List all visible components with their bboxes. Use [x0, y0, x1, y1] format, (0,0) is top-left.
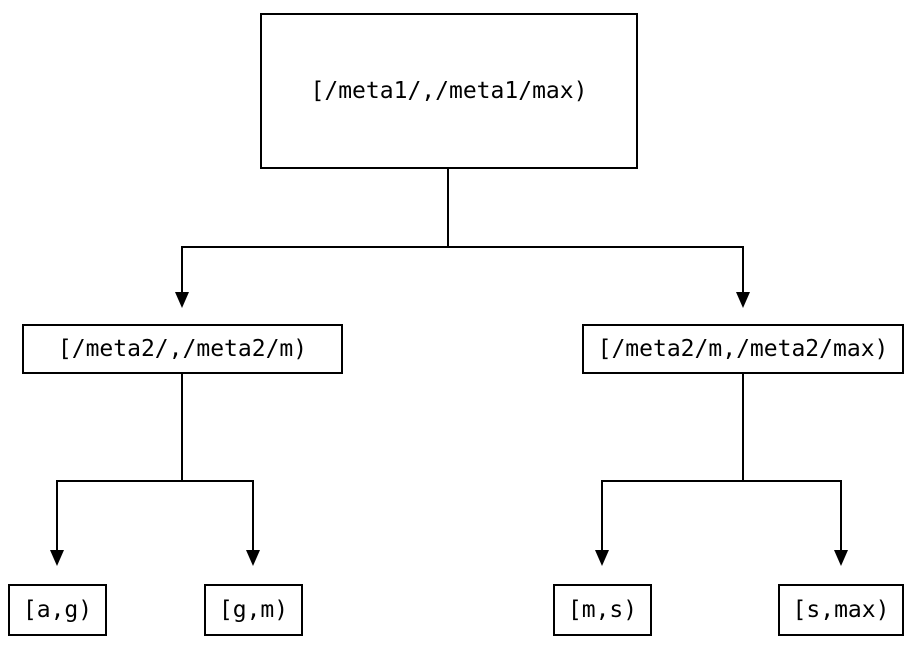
node-root-interval: [/meta1/,/meta1/max): [260, 13, 638, 169]
arrowhead-down-icon: [834, 550, 848, 566]
node-left-child-interval: [/meta2/,/meta2/m): [22, 324, 343, 374]
connector-root-stem: [447, 169, 449, 246]
connector-drop-leaf2: [252, 480, 254, 550]
node-leaf-interval: [s,max): [778, 584, 904, 636]
connector-left-subtree-rail: [56, 480, 254, 482]
connector-drop-leaf3: [601, 480, 603, 550]
node-leaf4-label: [s,max): [792, 597, 890, 623]
arrowhead-down-icon: [246, 550, 260, 566]
connector-drop-leaf4: [840, 480, 842, 550]
connector-drop-right-child: [742, 246, 744, 292]
arrowhead-down-icon: [50, 550, 64, 566]
connector-right-subtree-rail: [601, 480, 842, 482]
connector-level1-rail: [181, 246, 744, 248]
arrowhead-down-icon: [595, 550, 609, 566]
node-left-child-label: [/meta2/,/meta2/m): [57, 336, 308, 362]
connector-right-child-stem: [742, 374, 744, 480]
node-leaf-interval: [g,m): [204, 584, 303, 636]
connector-drop-leaf1: [56, 480, 58, 550]
node-leaf3-label: [m,s): [567, 597, 638, 623]
node-right-child-interval: [/meta2/m,/meta2/max): [582, 324, 904, 374]
arrowhead-down-icon: [736, 292, 750, 308]
node-leaf2-label: [g,m): [218, 597, 289, 623]
connector-drop-left-child: [181, 246, 183, 292]
connector-left-child-stem: [181, 374, 183, 480]
node-leaf-interval: [m,s): [553, 584, 652, 636]
node-leaf1-label: [a,g): [22, 597, 93, 623]
node-leaf-interval: [a,g): [8, 584, 107, 636]
node-right-child-label: [/meta2/m,/meta2/max): [597, 336, 889, 362]
node-root-label: [/meta1/,/meta1/max): [310, 78, 588, 104]
arrowhead-down-icon: [175, 292, 189, 308]
